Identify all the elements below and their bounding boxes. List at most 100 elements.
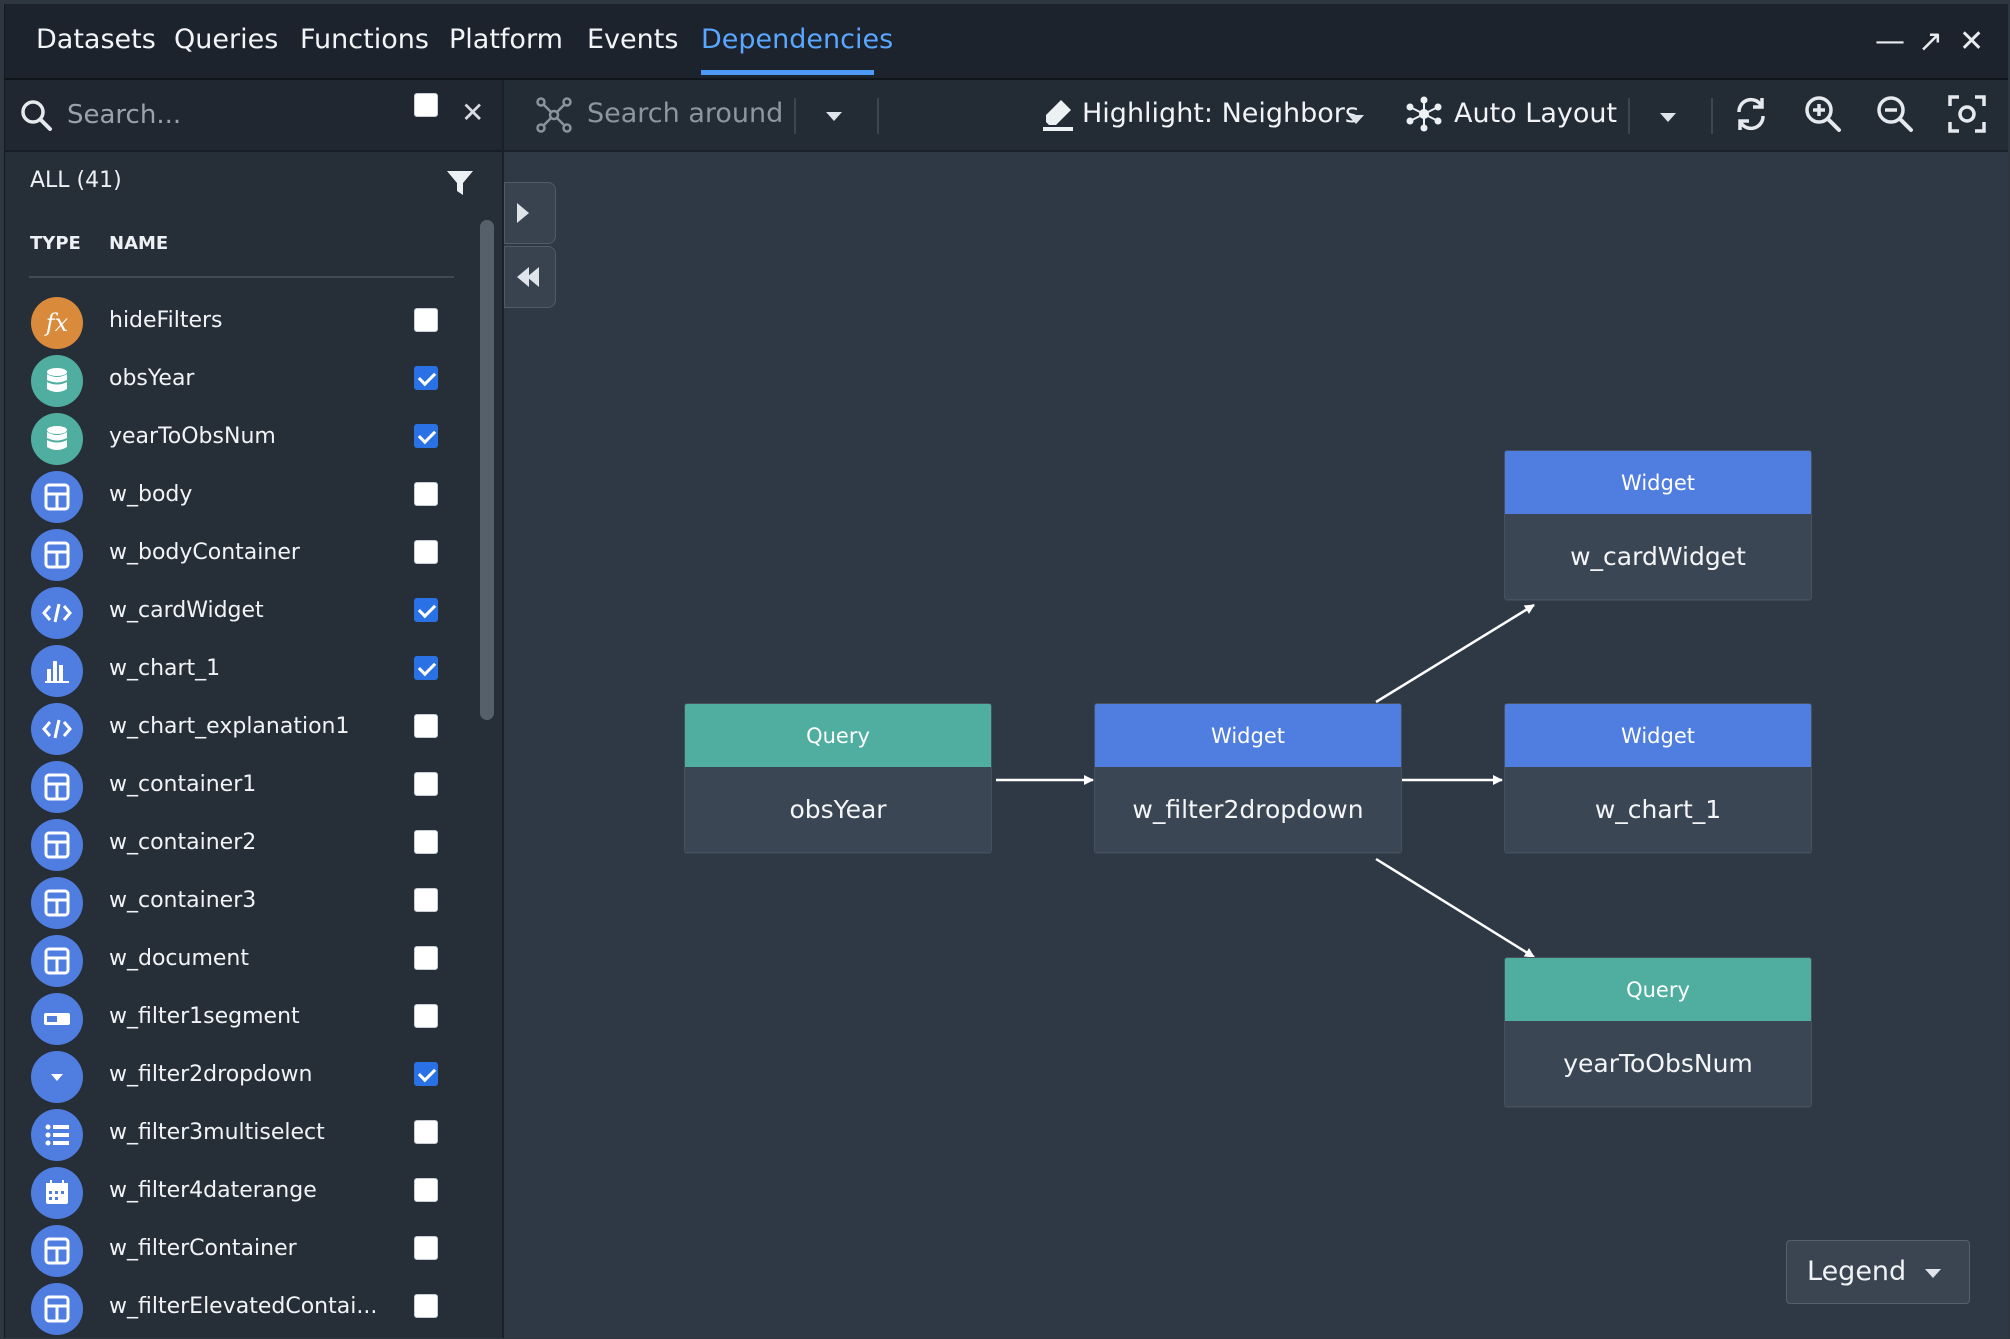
column-header-type: TYPE — [30, 233, 81, 254]
list-item[interactable]: w_container1 — [5, 759, 475, 817]
list-item[interactable]: w_filter4daterange — [5, 1165, 475, 1223]
item-name: w_filter1segment — [109, 1004, 300, 1029]
graph-node-yearToObsNum[interactable]: Query yearToObsNum — [1504, 957, 1812, 1107]
search-input[interactable] — [65, 95, 429, 135]
item-checkbox[interactable] — [414, 366, 438, 390]
item-name: w_filter4daterange — [109, 1178, 317, 1203]
auto-layout-dropdown-icon[interactable] — [1660, 113, 1676, 122]
container-icon — [31, 471, 83, 523]
container-icon — [31, 1283, 83, 1335]
item-checkbox[interactable] — [414, 1236, 438, 1260]
item-checkbox[interactable] — [414, 424, 438, 448]
item-checkbox[interactable] — [414, 1004, 438, 1028]
node-name-label: yearToObsNum — [1505, 1021, 1811, 1106]
multiselect-icon — [31, 1109, 83, 1161]
zoom-out-icon[interactable] — [1875, 94, 1915, 134]
calendar-icon — [31, 1167, 83, 1219]
all-count-label: ALL (41) — [30, 168, 122, 193]
item-checkbox[interactable] — [414, 482, 438, 506]
graph-node-w_chart_1[interactable]: Widget w_chart_1 — [1504, 703, 1812, 853]
top-tab-bar: Datasets Queries Functions Platform Even… — [5, 4, 2008, 80]
list-item[interactable]: w_cardWidget — [5, 585, 475, 643]
container-icon — [31, 761, 83, 813]
item-checkbox[interactable] — [414, 714, 438, 738]
query-database-icon — [31, 413, 83, 465]
item-checkbox[interactable] — [414, 772, 438, 796]
highlight-icon — [1043, 100, 1073, 131]
expand-icon[interactable]: ↗ — [1918, 24, 1944, 59]
list-scrollbar[interactable] — [480, 220, 494, 720]
item-checkbox[interactable] — [414, 1178, 438, 1202]
fit-to-screen-icon[interactable] — [1947, 94, 1987, 134]
list-item[interactable]: w_filter3multiselect — [5, 1107, 475, 1165]
graph-node-w_filter2dropdown[interactable]: Widget w_filter2dropdown — [1094, 703, 1402, 853]
zoom-in-icon[interactable] — [1803, 94, 1843, 134]
list-item[interactable]: w_filterContainer — [5, 1223, 475, 1281]
collapse-panel-button[interactable] — [504, 246, 556, 308]
node-name-label: w_filter2dropdown — [1095, 767, 1401, 852]
function-icon: fx — [31, 297, 83, 349]
container-icon — [31, 529, 83, 581]
tab-dependencies[interactable]: Dependencies — [701, 24, 894, 55]
list-item[interactable]: w_chart_1 — [5, 643, 475, 701]
toolbar-divider — [1628, 98, 1630, 134]
item-checkbox[interactable] — [414, 830, 438, 854]
list-item[interactable]: yearToObsNum — [5, 411, 475, 469]
item-checkbox[interactable] — [414, 540, 438, 564]
item-checkbox[interactable] — [414, 1120, 438, 1144]
edge-w_filter2dropdown-to-w_cardWidget — [1375, 603, 1535, 704]
list-item[interactable]: w_container3 — [5, 875, 475, 933]
dependency-graph-canvas[interactable]: Query obsYear Widget w_filter2dropdown W… — [504, 152, 2008, 1338]
legend-button[interactable]: Legend — [1786, 1240, 1970, 1304]
item-checkbox[interactable] — [414, 308, 438, 332]
select-all-checkbox[interactable] — [414, 93, 438, 117]
list-item[interactable]: obsYear — [5, 353, 475, 411]
list-item[interactable]: w_container2 — [5, 817, 475, 875]
toolbar-divider — [1711, 98, 1713, 134]
highlight-dropdown-icon[interactable] — [1348, 115, 1364, 124]
list-item[interactable]: w_document — [5, 933, 475, 991]
list-item[interactable]: w_filterElevatedContai... — [5, 1281, 475, 1339]
list-item[interactable]: w_filter1segment — [5, 991, 475, 1049]
clear-search-icon[interactable]: ✕ — [461, 96, 485, 129]
search-around-button[interactable]: Search around — [587, 98, 784, 129]
filter-icon[interactable] — [445, 168, 475, 198]
graph-node-obsYear[interactable]: Query obsYear — [684, 703, 992, 853]
refresh-icon[interactable] — [1731, 94, 1771, 134]
auto-layout-button[interactable]: Auto Layout — [1454, 98, 1618, 129]
graph-node-w_cardWidget[interactable]: Widget w_cardWidget — [1504, 450, 1812, 600]
item-name: w_filter3multiselect — [109, 1120, 325, 1145]
search-around-icon — [536, 97, 572, 133]
auto-layout-icon — [1406, 96, 1442, 132]
close-icon[interactable]: ✕ — [1959, 24, 1985, 59]
item-checkbox[interactable] — [414, 1294, 438, 1318]
tab-functions[interactable]: Functions — [300, 24, 429, 55]
list-item[interactable]: w_chart_explanation1 — [5, 701, 475, 759]
item-checkbox[interactable] — [414, 946, 438, 970]
dependencies-app: Datasets Queries Functions Platform Even… — [4, 4, 2008, 1338]
bar-chart-icon — [31, 645, 83, 697]
item-checkbox[interactable] — [414, 656, 438, 680]
list-item[interactable]: w_bodyContainer — [5, 527, 475, 585]
item-checkbox[interactable] — [414, 598, 438, 622]
active-tab-indicator — [701, 70, 874, 75]
graph-edges — [996, 603, 1535, 959]
tab-platform[interactable]: Platform — [449, 24, 563, 55]
graph-toolbar: Search around Highlight: Neighbors Auto … — [504, 80, 2008, 152]
legend-dropdown-icon — [1925, 1269, 1941, 1278]
node-name-label: w_chart_1 — [1505, 767, 1811, 852]
item-checkbox[interactable] — [414, 888, 438, 912]
item-checkbox[interactable] — [414, 1062, 438, 1086]
highlight-neighbors-button[interactable]: Highlight: Neighbors — [1082, 98, 1359, 129]
query-database-icon — [31, 355, 83, 407]
tab-queries[interactable]: Queries — [174, 24, 279, 55]
list-item[interactable]: w_filter2dropdown — [5, 1049, 475, 1107]
minimize-icon[interactable]: — — [1875, 24, 1905, 59]
expand-panel-button[interactable] — [504, 182, 556, 244]
tab-events[interactable]: Events — [587, 24, 679, 55]
item-name: w_chart_explanation1 — [109, 714, 350, 739]
tab-datasets[interactable]: Datasets — [36, 24, 156, 55]
search-around-dropdown-icon[interactable] — [826, 112, 842, 121]
list-item[interactable]: w_body — [5, 469, 475, 527]
